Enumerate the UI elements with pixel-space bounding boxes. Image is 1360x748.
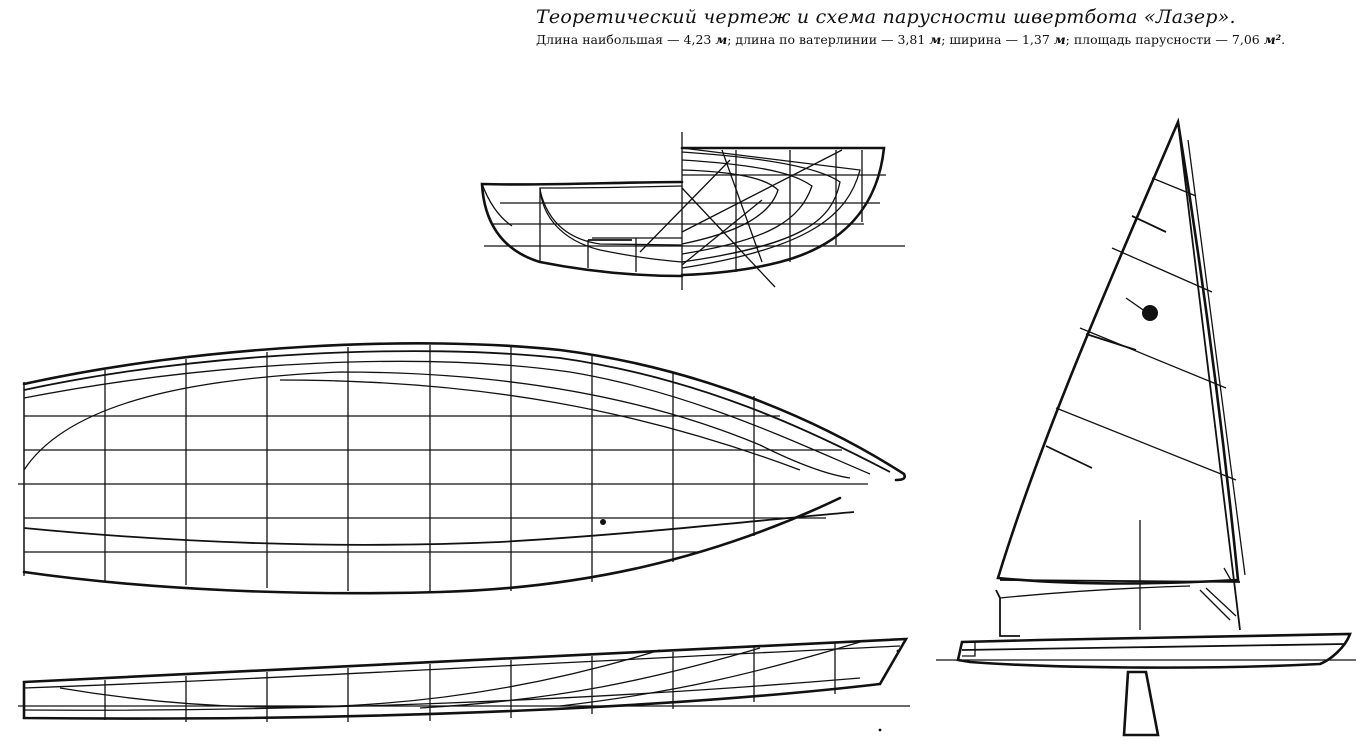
half-breadth-plan [18,342,907,595]
sail-plan [936,117,1356,737]
spec-sail-area: площадь парусности — 7,06 м². [1073,32,1286,47]
print-speck [896,649,900,653]
specifications: Длина наибольшая — 4,23 м; длина по вате… [536,32,1352,47]
figure-title: Теоретический чертеж и схема парусности … [536,6,1236,28]
sheer-profile [18,637,910,722]
body-plan [480,132,905,290]
spec-waterline-length: длина по ватерлинии — 3,81 м; [735,32,950,47]
figure-caption: Теоретический чертеж и схема парусности … [536,6,1352,47]
spec-beam: ширина — 1,37 м; [949,32,1074,47]
print-speck [878,728,882,732]
spec-length-overall: Длина наибольшая — 4,23 м; [536,32,736,47]
